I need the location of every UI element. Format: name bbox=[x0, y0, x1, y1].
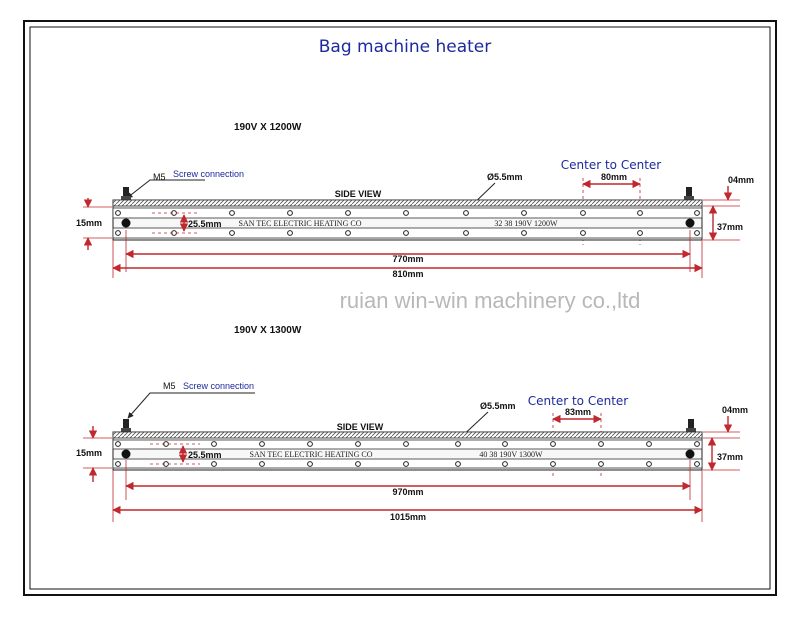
total-height-label: 37mm bbox=[717, 222, 743, 232]
mounting-holes-bottom bbox=[115, 461, 700, 467]
hole-diameter-label: Ø5.5mm bbox=[480, 401, 516, 411]
mounting-holes-top bbox=[115, 210, 700, 216]
watermark: ruian win-win machinery co.,ltd bbox=[340, 288, 641, 313]
terminal-height-label: 04mm bbox=[722, 405, 748, 415]
terminal-end-right bbox=[685, 449, 695, 459]
m5-label: M5 bbox=[163, 381, 176, 391]
heater-top-strip bbox=[112, 431, 703, 439]
heater-spec-label: 190V X 1200W bbox=[234, 122, 302, 133]
heater-top-strip bbox=[112, 199, 703, 207]
width-label: 15mm bbox=[76, 218, 102, 228]
heater-stamp: 32 38 190V 1200W bbox=[494, 219, 558, 228]
total-height-label: 37mm bbox=[717, 452, 743, 462]
screw-connection-label: Screw connection bbox=[173, 169, 244, 179]
screw-connection-label: Screw connection bbox=[183, 381, 254, 391]
terminal-screw-icon bbox=[684, 187, 694, 200]
m5-label: M5 bbox=[153, 172, 166, 182]
heater-1200w: 190V X 1200W M5 Screw connection SIDE VI… bbox=[76, 122, 754, 279]
pitch-label: 80mm bbox=[601, 172, 627, 182]
outer-frame bbox=[23, 20, 777, 596]
side-view-label: SIDE VIEW bbox=[335, 189, 382, 199]
side-view-label: SIDE VIEW bbox=[337, 422, 384, 432]
maker-stamp: SAN TEC ELECTRIC HEATING CO bbox=[239, 219, 362, 228]
terminal-end-right bbox=[685, 218, 695, 228]
hole-diameter-label: Ø5.5mm bbox=[487, 172, 523, 182]
mounting-holes-top bbox=[115, 441, 700, 447]
terminal-end-left bbox=[121, 449, 131, 459]
heater-spec-label: 190V X 1300W bbox=[234, 325, 302, 336]
screw-leader-arrow-icon bbox=[126, 179, 205, 199]
hole-offset-label: 25.5mm bbox=[188, 450, 222, 460]
terminal-distance-label: 970mm bbox=[392, 487, 423, 497]
heater-stamp: 40 38 190V 1300W bbox=[479, 450, 543, 459]
maker-stamp: SAN TEC ELECTRIC HEATING CO bbox=[250, 450, 373, 459]
hole-offset-label: 25.5mm bbox=[188, 219, 222, 229]
inner-frame bbox=[29, 26, 771, 590]
total-length-label: 810mm bbox=[392, 269, 423, 279]
screw-leader-arrow-icon bbox=[127, 392, 255, 419]
terminal-screw-icon bbox=[121, 419, 131, 432]
heater-1300w: 190V X 1300W M5 Screw connection SIDE VI… bbox=[76, 325, 748, 522]
mounting-holes-bottom bbox=[115, 230, 700, 236]
page-title: Bag machine heater bbox=[319, 37, 492, 57]
center-to-center-label: Center to Center bbox=[561, 158, 662, 172]
terminal-end-left bbox=[121, 218, 131, 228]
terminal-screw-icon bbox=[686, 419, 696, 432]
pitch-label: 83mm bbox=[565, 407, 591, 417]
terminal-screw-icon bbox=[121, 187, 131, 200]
total-length-label: 1015mm bbox=[390, 512, 426, 522]
terminal-height-label: 04mm bbox=[728, 175, 754, 185]
terminal-distance-label: 770mm bbox=[392, 254, 423, 264]
width-label: 15mm bbox=[76, 448, 102, 458]
center-to-center-label: Center to Center bbox=[528, 394, 629, 408]
